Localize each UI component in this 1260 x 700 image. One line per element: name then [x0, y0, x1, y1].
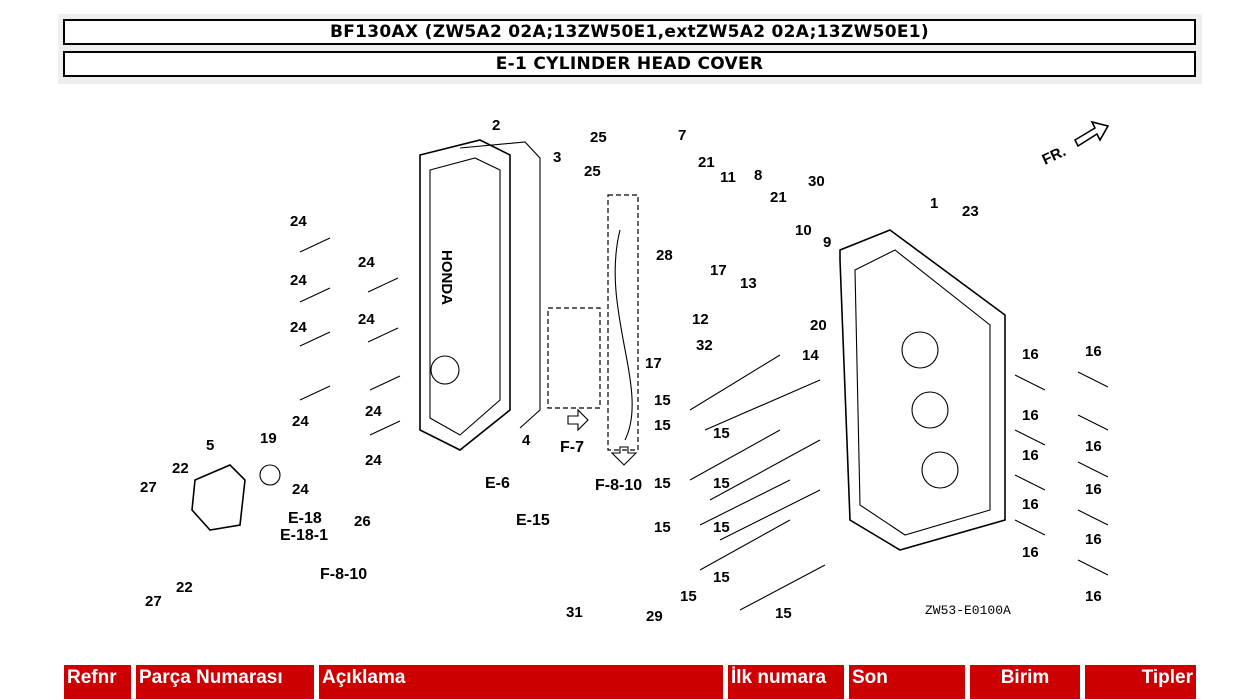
- callout-8[interactable]: 8: [754, 167, 762, 184]
- callout-24i[interactable]: 24: [365, 452, 382, 469]
- thermostat-housing: [191, 464, 246, 531]
- callout-24d[interactable]: 24: [292, 413, 309, 430]
- callout-3[interactable]: 3: [553, 149, 561, 166]
- ref-e6[interactable]: E-6: [485, 475, 510, 492]
- callout-32[interactable]: 32: [696, 337, 713, 354]
- callout-27b[interactable]: 27: [145, 593, 162, 610]
- ref-e18-1[interactable]: E-18-1: [280, 527, 328, 544]
- model-title: BF130AX (ZW5A2 02A;13ZW50E1,extZW5A2 02A…: [63, 19, 1196, 45]
- bracket-group-box: [547, 307, 601, 409]
- ref-f8-10-left[interactable]: F-8-10: [320, 566, 367, 583]
- ref-e18[interactable]: E-18: [288, 510, 322, 527]
- callout-28[interactable]: 28: [656, 247, 673, 264]
- callout-23[interactable]: 23: [962, 203, 979, 220]
- callout-16h[interactable]: 16: [1085, 531, 1102, 548]
- parts-table-header: Refnr Parça Numarası Açıklama İlk numara…: [63, 664, 1197, 700]
- callout-31[interactable]: 31: [566, 604, 583, 621]
- callout-24f[interactable]: 24: [358, 254, 375, 271]
- callout-19[interactable]: 19: [260, 430, 277, 447]
- callout-2[interactable]: 2: [492, 117, 500, 134]
- col-refnr[interactable]: Refnr: [63, 664, 132, 700]
- callout-26[interactable]: 26: [354, 513, 371, 530]
- ref-f7[interactable]: F-7: [560, 439, 584, 456]
- callout-20[interactable]: 20: [810, 317, 827, 334]
- f7-arrow: [567, 408, 589, 432]
- callout-24h[interactable]: 24: [365, 403, 382, 420]
- parts-diagram: HONDA E-6 E-15 E-18 E-18-1 F-8-10 F-8-10…: [140, 117, 1110, 625]
- callout-15d[interactable]: 15: [654, 475, 671, 492]
- callout-16d[interactable]: 16: [1022, 544, 1039, 561]
- col-unit[interactable]: Birim: [969, 664, 1081, 700]
- callout-21b[interactable]: 21: [770, 189, 787, 206]
- callout-16i[interactable]: 16: [1085, 588, 1102, 605]
- callout-12[interactable]: 12: [692, 311, 709, 328]
- callout-16g[interactable]: 16: [1085, 481, 1102, 498]
- callout-16c[interactable]: 16: [1022, 496, 1039, 513]
- hose-group-box: [607, 194, 639, 451]
- callout-16j[interactable]: 16: [1022, 447, 1039, 464]
- diagram-code: ZW53-E0100A: [925, 603, 1011, 618]
- callout-16b[interactable]: 16: [1022, 407, 1039, 424]
- callout-24e[interactable]: 24: [292, 481, 309, 498]
- callout-25b[interactable]: 25: [584, 163, 601, 180]
- callout-24a[interactable]: 24: [290, 213, 307, 230]
- callout-22a[interactable]: 22: [172, 460, 189, 477]
- callout-15b[interactable]: 15: [654, 417, 671, 434]
- callout-15j[interactable]: 15: [775, 605, 792, 622]
- ref-e15[interactable]: E-15: [516, 512, 550, 529]
- parts-table: Refnr Parça Numarası Açıklama İlk numara…: [60, 664, 1200, 700]
- callout-16e[interactable]: 16: [1085, 343, 1102, 360]
- callout-11[interactable]: 11: [720, 169, 736, 186]
- callout-13[interactable]: 13: [740, 275, 757, 292]
- callout-5[interactable]: 5: [206, 437, 214, 454]
- callout-22b[interactable]: 22: [176, 579, 193, 596]
- small-bolts: [299, 237, 1109, 576]
- callout-15a[interactable]: 15: [654, 392, 671, 409]
- callout-24b[interactable]: 24: [290, 272, 307, 289]
- f810-arrow: [610, 446, 638, 466]
- callout-4[interactable]: 4: [522, 432, 531, 449]
- callout-17a[interactable]: 17: [710, 262, 727, 279]
- cylinder-head: [839, 229, 1006, 551]
- callout-9[interactable]: 9: [823, 234, 831, 251]
- callout-21a[interactable]: 21: [698, 154, 715, 171]
- callout-15e[interactable]: 15: [713, 475, 730, 492]
- cylinder-head-cover: HONDA: [419, 139, 511, 451]
- callout-24g[interactable]: 24: [358, 311, 375, 328]
- cover-gasket: [459, 141, 541, 429]
- callout-15g[interactable]: 15: [713, 519, 730, 536]
- callout-16f[interactable]: 16: [1085, 438, 1102, 455]
- col-types[interactable]: Tipler: [1084, 664, 1197, 700]
- callout-1[interactable]: 1: [930, 195, 938, 212]
- hose: [614, 229, 633, 441]
- callout-30[interactable]: 30: [808, 173, 825, 190]
- col-last[interactable]: Son: [848, 664, 966, 700]
- callout-15i[interactable]: 15: [680, 588, 697, 605]
- front-label: FR.: [1040, 143, 1069, 169]
- section-title: E-1 CYLINDER HEAD COVER: [63, 51, 1196, 77]
- callout-29[interactable]: 29: [646, 608, 663, 625]
- callout-27a[interactable]: 27: [140, 479, 157, 496]
- callout-15h[interactable]: 15: [713, 569, 730, 586]
- callout-14[interactable]: 14: [802, 347, 819, 364]
- head-bolts: [689, 354, 826, 611]
- callout-16a[interactable]: 16: [1022, 346, 1039, 363]
- brand-text: HONDA: [438, 250, 455, 305]
- o-ring: [259, 464, 281, 486]
- front-arrow-icon: [1073, 120, 1110, 148]
- callout-25a[interactable]: 25: [590, 129, 607, 146]
- callout-24c[interactable]: 24: [290, 319, 307, 336]
- callouts: 2 3 4 5 7 8 9 10 11 12 13 14 17 17 19 20…: [140, 117, 1102, 625]
- col-first-number[interactable]: İlk numara: [727, 664, 845, 700]
- callout-17b[interactable]: 17: [645, 355, 662, 372]
- col-description[interactable]: Açıklama: [318, 664, 724, 700]
- callout-7[interactable]: 7: [678, 127, 686, 144]
- callout-15c[interactable]: 15: [713, 425, 730, 442]
- callout-15f[interactable]: 15: [654, 519, 671, 536]
- col-part-number[interactable]: Parça Numarası: [135, 664, 315, 700]
- ref-f8-10-center[interactable]: F-8-10: [595, 477, 642, 494]
- callout-10[interactable]: 10: [795, 222, 812, 239]
